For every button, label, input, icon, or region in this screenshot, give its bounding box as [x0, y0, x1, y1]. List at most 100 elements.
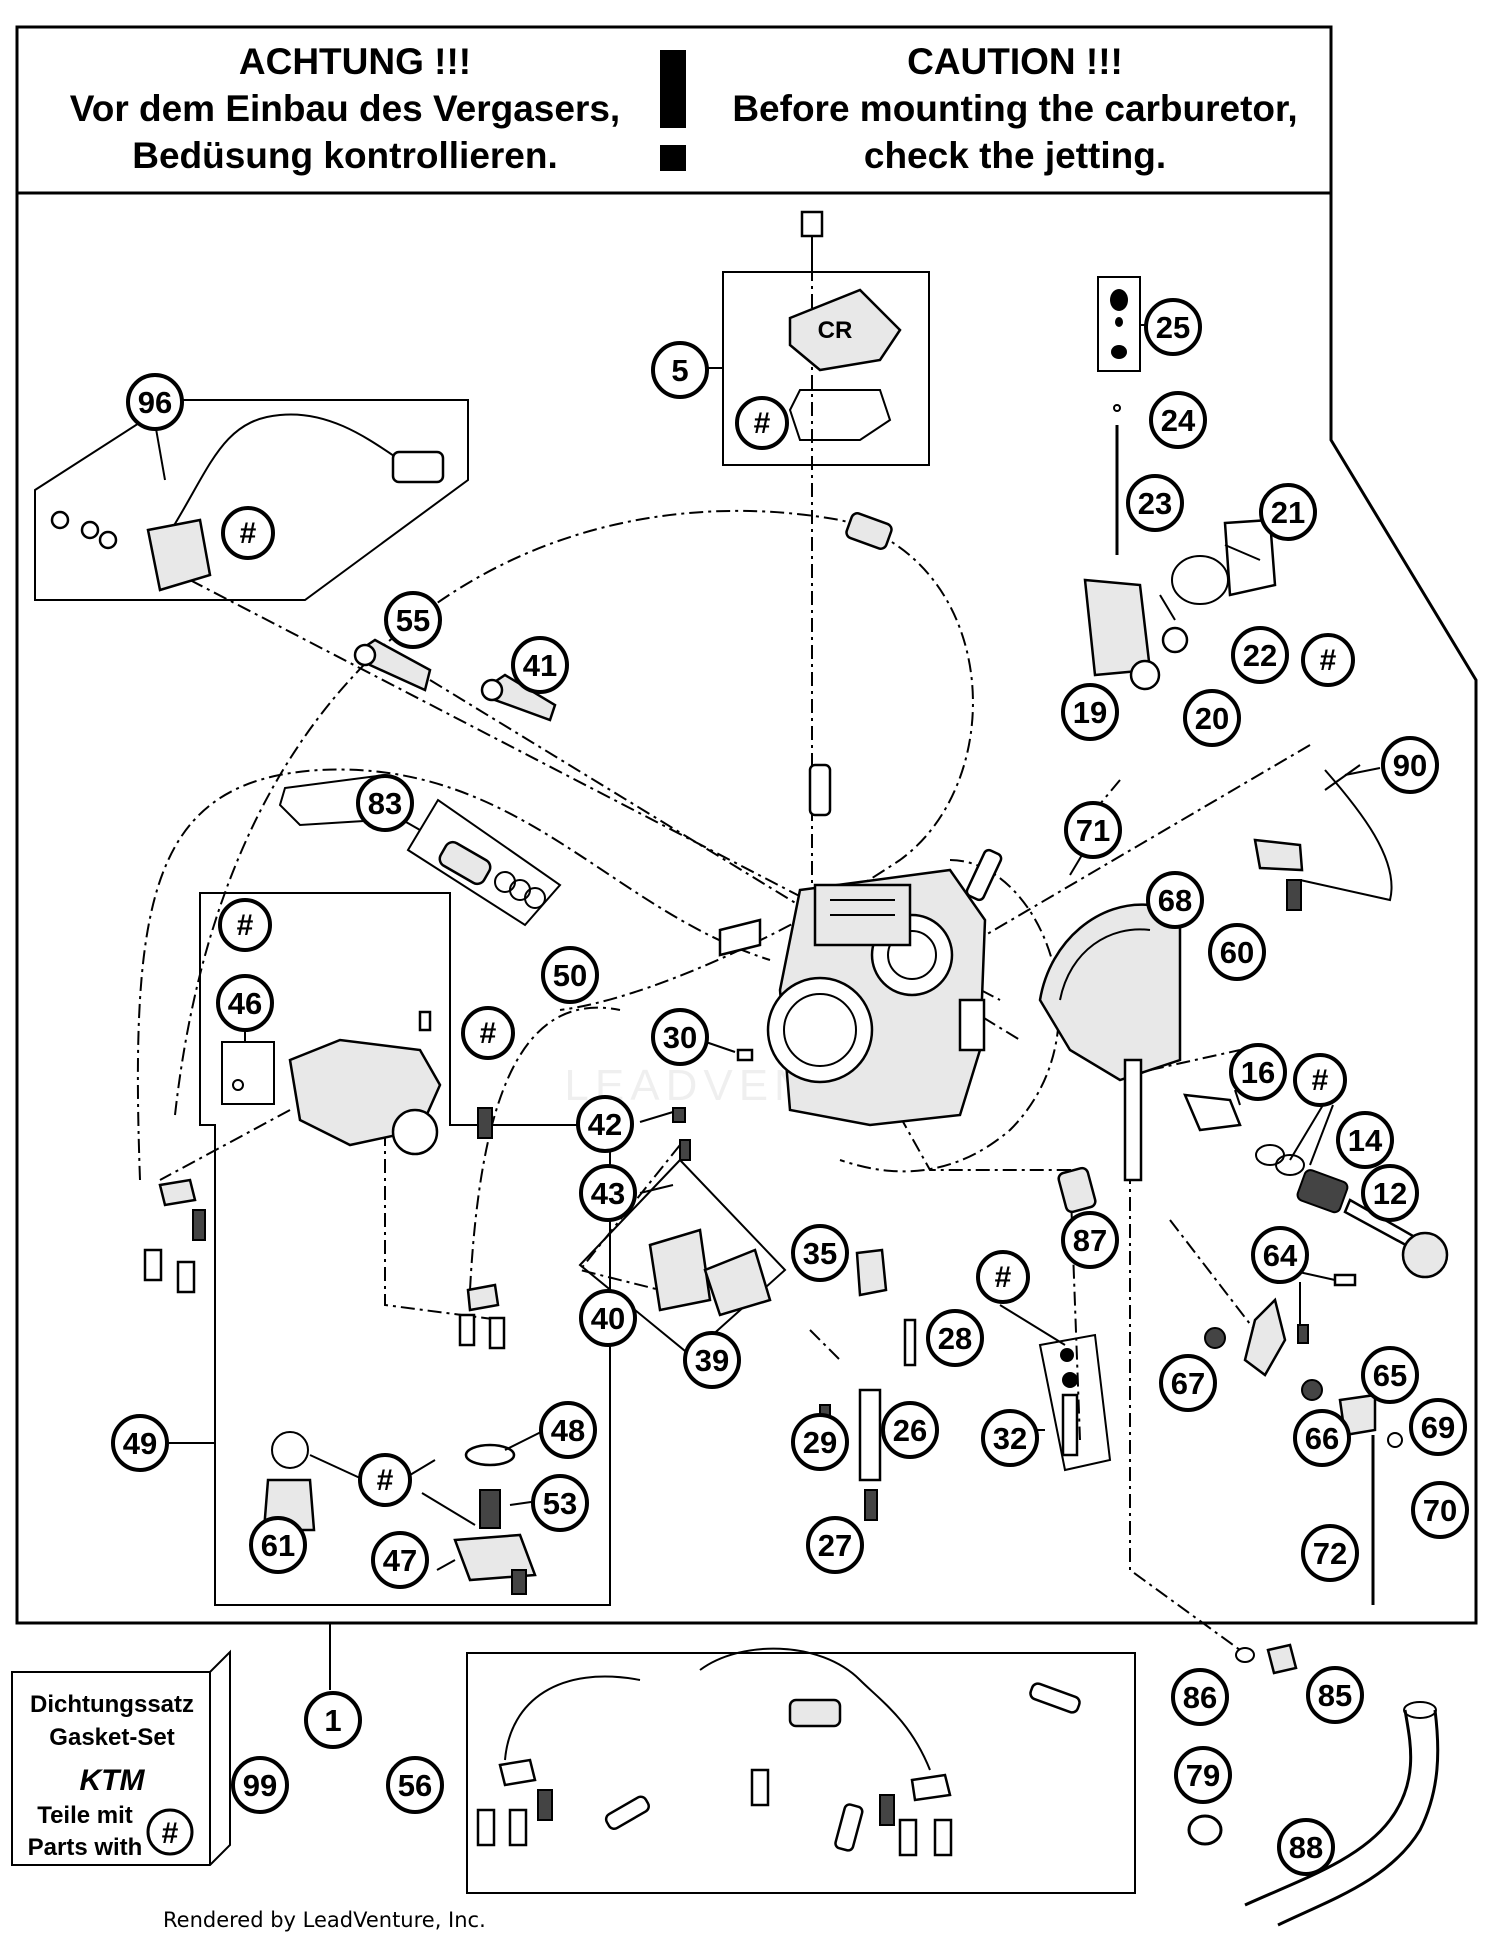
callout-43: 43: [579, 1164, 637, 1222]
hash-symbol: #: [754, 407, 771, 440]
callout-number: 48: [551, 1413, 585, 1448]
callout-circle: [1259, 483, 1317, 541]
caution-title-de: ACHTUNG !!!: [239, 41, 471, 82]
callout-number: 65: [1373, 1358, 1407, 1393]
callout-number: 40: [591, 1301, 625, 1336]
callout-number: 61: [261, 1528, 295, 1563]
float-group: [578, 1139, 787, 1357]
cover-label: CR: [818, 317, 853, 344]
callout-circle: [1361, 1164, 1419, 1222]
sensor-group: [34, 399, 469, 601]
callout-circle: [126, 373, 184, 431]
callout-number: 26: [893, 1413, 927, 1448]
callout-circle: [579, 1164, 637, 1222]
left-drain-parts: [143, 1178, 506, 1350]
callout-circle: [1231, 626, 1289, 684]
gasket-set-symbol: #: [162, 1817, 179, 1850]
float-bowl-group: [199, 773, 611, 1606]
callout-circle: [216, 974, 274, 1032]
caution-title-en: CAUTION !!!: [907, 41, 1123, 82]
fitting-group: [406, 798, 562, 927]
callout-circle: [791, 1224, 849, 1282]
callout-1: 1: [304, 1691, 362, 1749]
callout-56: 56: [386, 1756, 444, 1814]
callout-circle: [1293, 1409, 1351, 1467]
callout-number: 43: [591, 1176, 625, 1211]
callout-25: 25: [1144, 298, 1202, 356]
hash-circle: [461, 1006, 515, 1060]
assembly-border: [15, 193, 1478, 1625]
callout-number: 46: [228, 986, 262, 1021]
callout-number: 79: [1186, 1758, 1220, 1793]
callout-number: 96: [138, 385, 172, 420]
callout-90: 90: [1381, 736, 1439, 794]
tps-cable-group: [1253, 769, 1393, 911]
callout-70: 70: [1411, 1481, 1469, 1539]
callout-circle: [806, 1516, 864, 1574]
callout-number: 99: [243, 1768, 277, 1803]
sensor-connector: [391, 450, 445, 484]
callout-14: 14: [1336, 1111, 1394, 1169]
callout-circle: [1149, 391, 1207, 449]
hash-circle: [218, 898, 272, 952]
jet-stack-group: [819, 1248, 917, 1521]
hash-marker: #: [358, 1453, 412, 1507]
caution-line2-de: Bedüsung kontrollieren.: [132, 135, 558, 176]
callout-circle: [1229, 1043, 1287, 1101]
callout-number: 27: [818, 1528, 852, 1563]
hash-marker: #: [218, 898, 272, 952]
ktm-logo: KTM: [80, 1764, 146, 1797]
callout-circle: [651, 1008, 709, 1066]
callout-number: 20: [1195, 701, 1229, 736]
washer-part: [464, 1443, 516, 1467]
callout-circle: [1251, 1226, 1309, 1284]
callout-number: 28: [938, 1321, 972, 1356]
callout-number: 1: [324, 1703, 341, 1738]
callout-69: 69: [1409, 1398, 1467, 1456]
callout-number: 71: [1076, 813, 1110, 848]
callout-22: 22: [1231, 626, 1289, 684]
callout-circle: [539, 1401, 597, 1459]
jet-kit-group: [1038, 1333, 1112, 1472]
callout-circle: [1183, 689, 1241, 747]
caution-line2-en: check the jetting.: [864, 135, 1166, 176]
callout-number: 60: [1220, 935, 1254, 970]
carburetor-body: [766, 868, 987, 1127]
callout-39: 39: [683, 1331, 741, 1389]
callout-circle: [304, 1691, 362, 1749]
callout-number: 47: [383, 1543, 417, 1578]
callout-number: 55: [396, 603, 430, 638]
callout-circle: [1144, 298, 1202, 356]
hash-marker: #: [735, 396, 789, 450]
accelerator-pump-part: [453, 1533, 537, 1582]
callout-number: 88: [1289, 1830, 1323, 1865]
hash-symbol: #: [1320, 644, 1337, 677]
callout-12: 12: [1361, 1164, 1419, 1222]
callout-86: 86: [1171, 1668, 1229, 1726]
callout-circle: [926, 1309, 984, 1367]
callout-96: 96: [126, 373, 184, 431]
hash-symbol: #: [377, 1464, 394, 1497]
callout-circle: [1336, 1111, 1394, 1169]
linkage-group: [1204, 1273, 1403, 1605]
callout-number: 53: [543, 1486, 577, 1521]
callout-number: 70: [1423, 1493, 1457, 1528]
callout-number: 12: [1373, 1176, 1407, 1211]
callout-number: 22: [1243, 638, 1277, 673]
gasket-set-box: Dichtungssatz Gasket-Set KTM Teile mit P…: [11, 1649, 231, 1866]
callout-number: 30: [663, 1020, 697, 1055]
callout-number: 42: [588, 1107, 622, 1142]
callout-circle: [1064, 801, 1122, 859]
callout-99: 99: [231, 1756, 289, 1814]
fitting-part: [438, 840, 492, 886]
o-ring-part: [271, 1431, 309, 1469]
callout-circle: [791, 1413, 849, 1471]
callout-number: 90: [1393, 748, 1427, 783]
hash-circle: [221, 506, 275, 560]
hash-symbol: #: [237, 909, 254, 942]
callout-67: 67: [1159, 1354, 1217, 1412]
caution-line1-en: Before mounting the carburetor,: [732, 88, 1297, 129]
hose-kit-group: [466, 1647, 1136, 1894]
small-parts: [418, 1010, 1097, 1214]
caution-line1-de: Vor dem Einbau des Vergasers,: [70, 88, 620, 129]
